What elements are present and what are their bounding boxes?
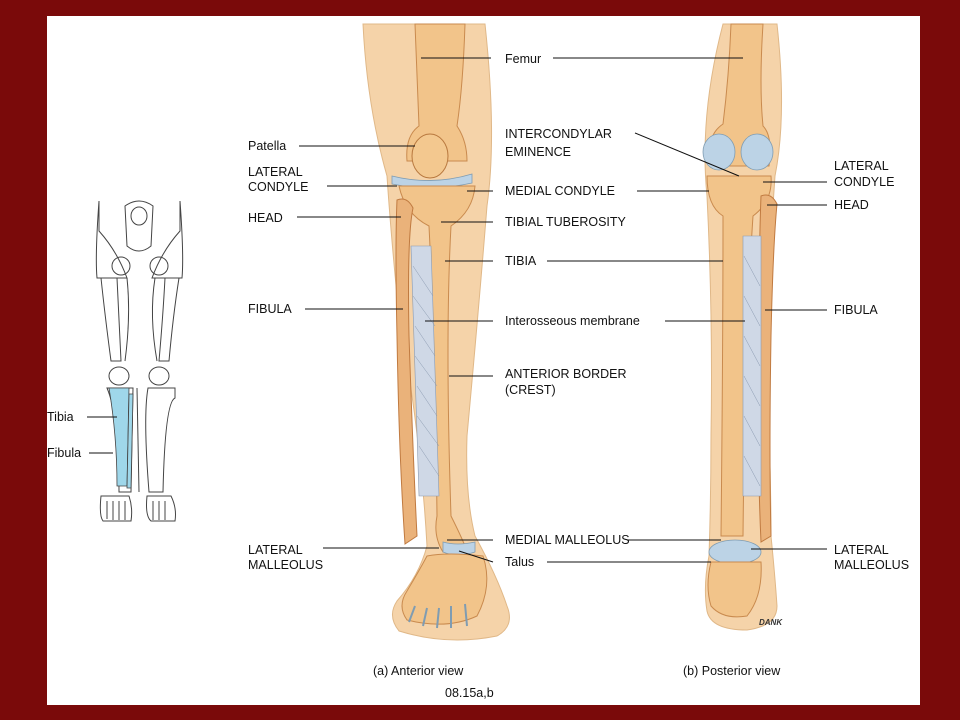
label-femur: Femur (505, 52, 542, 66)
label-lateral-condyle-posterior-line1: LATERAL (834, 159, 889, 173)
inset-label-fibula: Fibula (47, 446, 82, 460)
label-interosseous-membrane: Interosseous membrane (505, 314, 640, 328)
label-anterior-border-line1: ANTERIOR BORDER (505, 367, 627, 381)
label-lateral-condyle-posterior-line2: CONDYLE (834, 175, 895, 189)
label-lateral-condyle-anterior-line1: LATERAL (248, 165, 303, 179)
leg-posterior-illustration (702, 23, 783, 631)
leader-lines (297, 57, 827, 563)
leg-anterior-illustration (362, 23, 510, 641)
inset-tibia-fibula-highlight (108, 387, 134, 489)
label-lateral-malleolus-anterior-line2: MALLEOLUS (248, 558, 324, 572)
artist-signature: DANK (759, 618, 783, 627)
label-medial-condyle: MEDIAL CONDYLE (505, 184, 615, 198)
label-talus: Talus (505, 555, 535, 569)
label-intercondylar-eminence-line1: INTERCONDYLAR (505, 127, 612, 141)
inset-label-tibia: Tibia (47, 410, 74, 424)
figure-panel: Tibia Fibula Patella LATERAL CONDYLE HEA… (47, 16, 920, 705)
label-lateral-malleolus-posterior-line1: LATERAL (834, 543, 889, 557)
skeleton-outline (95, 200, 184, 522)
label-head-posterior: HEAD (834, 198, 869, 212)
leg-bones-illustration (87, 23, 827, 641)
label-lateral-malleolus-posterior-line2: MALLEOLUS (834, 558, 910, 572)
figure-id: 08.15a,b (445, 686, 494, 700)
caption-posterior-view: (b) Posterior view (683, 664, 781, 678)
label-patella: Patella (248, 139, 287, 153)
label-intercondylar-eminence-line2: EMINENCE (505, 145, 571, 159)
label-tibia: TIBIA (505, 254, 537, 268)
label-anterior-border-line2: (CREST) (505, 383, 556, 397)
caption-anterior-view: (a) Anterior view (373, 664, 464, 678)
label-fibula-posterior: FIBULA (834, 303, 878, 317)
label-medial-malleolus: MEDIAL MALLEOLUS (505, 533, 630, 547)
label-fibula-anterior: FIBULA (248, 302, 292, 316)
label-tibial-tuberosity: TIBIAL TUBEROSITY (505, 215, 626, 229)
label-lateral-malleolus-anterior-line1: LATERAL (248, 543, 303, 557)
label-lateral-condyle-anterior-line2: CONDYLE (248, 180, 309, 194)
label-head-anterior: HEAD (248, 211, 283, 225)
